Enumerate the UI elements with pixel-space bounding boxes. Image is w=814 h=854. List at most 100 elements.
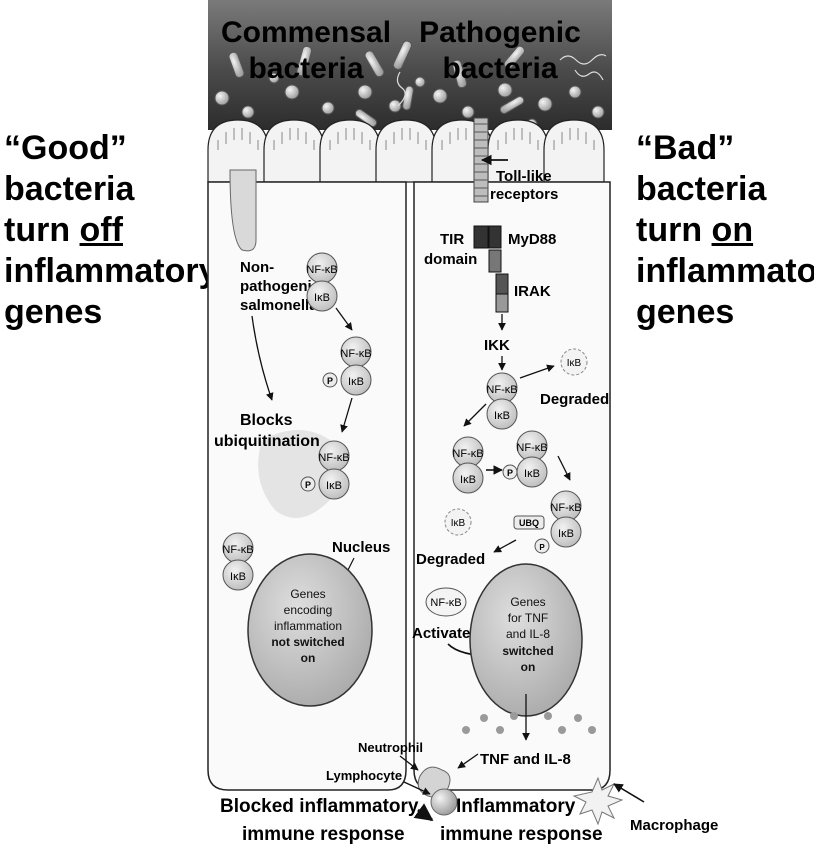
ikb-label: IκB bbox=[567, 358, 582, 369]
salmonella-bacterium-icon bbox=[229, 169, 257, 252]
tir-domain-label: TIR bbox=[440, 231, 464, 248]
left-caption-line: bacteria bbox=[4, 170, 135, 208]
ubiquitin-label: UBQ bbox=[519, 518, 539, 528]
commensal-header: bacteria bbox=[248, 52, 363, 85]
nonpathogenic-salmonella-label: salmonella bbox=[240, 297, 318, 314]
inflammatory-response-label: Inflammatory bbox=[456, 796, 576, 817]
nonpathogenic-salmonella-label: pathogenic bbox=[240, 278, 320, 295]
activated-label: Activated bbox=[412, 625, 480, 642]
arrow bbox=[519, 364, 555, 379]
arrow bbox=[251, 315, 274, 401]
arrow bbox=[463, 403, 487, 427]
pathogenic-header: bacteria bbox=[442, 52, 557, 85]
phosphate-label: P bbox=[539, 543, 545, 552]
ikb-label: IκB bbox=[451, 518, 466, 529]
arrow bbox=[413, 803, 434, 822]
phosphate-label: P bbox=[305, 480, 311, 490]
lymphocyte-label: Lymphocyte bbox=[326, 768, 402, 783]
right-nucleus-text: Genes for TNF and IL-8 switched on bbox=[502, 595, 553, 674]
degraded-ikb bbox=[444, 508, 472, 536]
nfkb-label: NF-κB bbox=[486, 384, 517, 396]
commensal-header: Commensal bbox=[221, 16, 391, 49]
ubiquitinated-complex: NF-κB IκB UBQ P bbox=[513, 490, 582, 554]
activated-nfkb bbox=[425, 587, 467, 617]
left-caption-line: turn off bbox=[4, 210, 218, 251]
left-caption-line: genes bbox=[4, 293, 103, 331]
left-genes-line: encoding bbox=[284, 603, 333, 617]
nfkb-ikb-complex: NF-κB IκB bbox=[486, 372, 518, 430]
right-caption-line: bacteria bbox=[636, 170, 767, 208]
right-caption-line: turn on bbox=[636, 210, 814, 251]
right-genes-line: on bbox=[521, 660, 536, 674]
ikb-label: IκB bbox=[460, 474, 476, 486]
phosphate-label: P bbox=[327, 376, 333, 386]
lymphocyte-icon bbox=[430, 788, 458, 816]
nfkb-label: NF-κB bbox=[550, 502, 581, 514]
left-caption-text: turn bbox=[4, 211, 80, 249]
arrow bbox=[335, 307, 353, 331]
tnf-il8-label: TNF and IL-8 bbox=[480, 751, 571, 768]
ikb-label: IκB bbox=[558, 528, 574, 540]
nonpathogenic-salmonella-label: Non- bbox=[240, 259, 274, 276]
myd88-label: MyD88 bbox=[508, 231, 556, 248]
nfkb-ikb-phosphorylated: NF-κB IκB P bbox=[502, 430, 548, 488]
nfkb-ikb-phosphorylated: NF-κB IκB P bbox=[300, 440, 350, 500]
nfkb-label: NF-κB bbox=[430, 597, 461, 609]
ikb-label: IκB bbox=[524, 468, 540, 480]
irak-label: IRAK bbox=[514, 283, 551, 300]
left-genes-line: not switched bbox=[271, 635, 344, 649]
phosphate-label: P bbox=[507, 468, 513, 478]
left-caption-line: “Good” bbox=[4, 129, 127, 167]
left-caption-line: inflammatory bbox=[4, 252, 218, 290]
ikb-label: IκB bbox=[348, 376, 364, 388]
arrow bbox=[557, 455, 571, 481]
left-genes-line: on bbox=[301, 651, 316, 665]
arrow bbox=[493, 539, 517, 553]
neutrophil-label: Neutrophil bbox=[358, 740, 423, 755]
degraded-label: Degraded bbox=[540, 391, 609, 408]
ikk-label: IKK bbox=[484, 337, 510, 354]
toll-like-receptors-label: Toll-like bbox=[496, 168, 552, 185]
ikb-label: IκB bbox=[230, 571, 246, 583]
ikb-label: IκB bbox=[494, 410, 510, 422]
nfkb-label: NF-κB bbox=[452, 448, 483, 460]
right-genes-line: for TNF bbox=[508, 611, 548, 625]
left-genes-line: inflammation bbox=[274, 619, 342, 633]
pathogen-flagella bbox=[396, 54, 607, 107]
left-genes-line: Genes bbox=[290, 587, 325, 601]
bacteria bbox=[214, 40, 605, 147]
nucleus-label: Nucleus bbox=[332, 539, 390, 556]
left-nucleus bbox=[247, 553, 373, 707]
blocked-response-label: Blocked inflammatory bbox=[220, 796, 419, 817]
good-bacteria-caption: “Good” bacteria turn off inflammatory ge… bbox=[4, 128, 218, 333]
right-caption-keyword: on bbox=[711, 211, 754, 249]
nfkb-ikb-phosphorylated: NF-κB IκB P bbox=[322, 336, 372, 396]
nfkb-ikb-complex: NF-κB IκB bbox=[306, 252, 338, 312]
inflammatory-response-label: immune response bbox=[440, 824, 603, 845]
right-caption-text: turn bbox=[636, 211, 712, 249]
arrow bbox=[613, 783, 645, 803]
ikb-label: IκB bbox=[326, 480, 342, 492]
macrophage-label: Macrophage bbox=[630, 817, 718, 834]
right-caption-line: genes bbox=[636, 293, 735, 331]
nfkb-label: NF-κB bbox=[222, 544, 253, 556]
pathogenic-header: Pathogenic bbox=[419, 16, 581, 49]
toll-like-receptors-label: receptors bbox=[490, 186, 558, 203]
nfkb-label: NF-κB bbox=[318, 452, 349, 464]
arrow bbox=[457, 753, 479, 769]
tir-domain-label: domain bbox=[424, 251, 477, 268]
blocks-ubiquitination-label: ubiquitination bbox=[214, 433, 320, 450]
arrow bbox=[399, 755, 419, 771]
left-caption-keyword: off bbox=[79, 211, 123, 249]
nfkb-label: NF-κB bbox=[516, 442, 547, 454]
left-nucleus-text: Genes encoding inflammation not switched… bbox=[271, 587, 344, 665]
right-genes-line: switched bbox=[502, 644, 553, 658]
blocks-ubiquitination-label: Blocks bbox=[240, 412, 293, 429]
microvilli-texture bbox=[217, 128, 595, 150]
right-genes-line: Genes bbox=[510, 595, 545, 609]
blocked-response-label: immune response bbox=[242, 824, 405, 845]
right-genes-line: and IL-8 bbox=[506, 627, 550, 641]
ikb-label: IκB bbox=[314, 292, 330, 304]
nfkb-ikb-complex: NF-κB IκB bbox=[452, 436, 484, 494]
